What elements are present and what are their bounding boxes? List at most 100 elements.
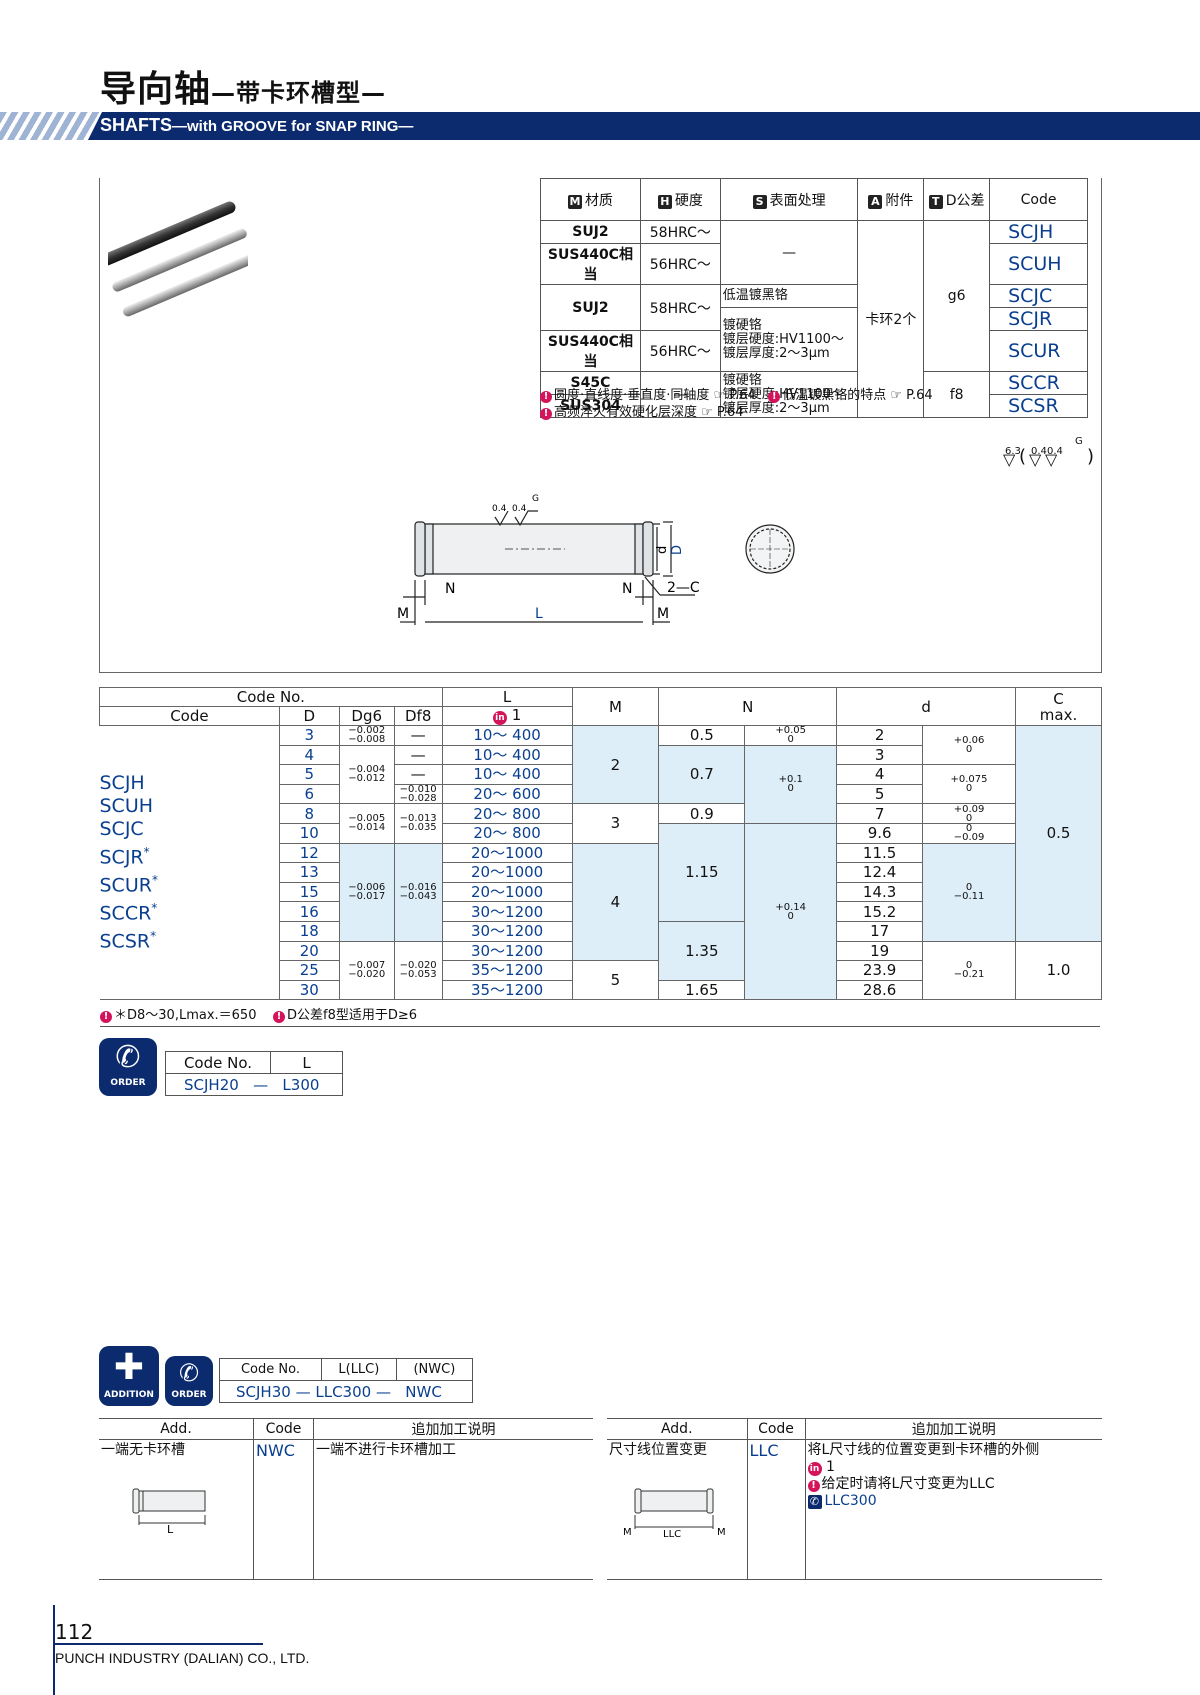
add-col-desc: 追加加工说明: [313, 1418, 593, 1440]
banner-title: SHAFTS: [100, 115, 172, 135]
addition-icon: ✚ADDITION: [99, 1346, 159, 1406]
add-header-code: Code No.: [219, 1358, 322, 1381]
D-value: 13: [278, 862, 340, 883]
code-SCUR[interactable]: SCUR*: [99, 872, 158, 897]
code-list: SCJH SCUH SCJC SCJR* SCUR* SCCR* SCSR*: [99, 724, 280, 1001]
shaft-drawing: M M N N L 2—C d D 0.4 0.4 G: [397, 494, 795, 625]
spec-hardness: 58HRC～: [639, 220, 721, 244]
D-value: 16: [278, 901, 340, 922]
add-header-nwc: (NWC): [395, 1358, 474, 1381]
L-range: 30～1200: [441, 901, 573, 922]
add-col-add: Add.: [607, 1418, 747, 1440]
page-title: 导向轴—带卡环槽型—: [100, 69, 387, 110]
note-hardening[interactable]: 高频淬火有效硬化层深度 ☞ P.64: [554, 405, 744, 420]
spec-tol-f8: f8: [923, 371, 991, 418]
L-range: 20～1000: [441, 862, 573, 883]
D-value: 4: [278, 744, 340, 766]
spec-code[interactable]: SCJC: [989, 284, 1088, 308]
spec-material: SUS440C相当: [540, 330, 641, 372]
d-value: 5: [836, 783, 924, 805]
code-SCSR[interactable]: SCSR*: [99, 929, 157, 953]
addition-order-icon: ✆ORDER: [165, 1356, 213, 1406]
N-value: 0.9: [658, 803, 746, 824]
spec-material: SUJ2: [540, 220, 641, 244]
Df8-tol: −0.020−0.053: [393, 940, 443, 1001]
spec-code[interactable]: SCUR: [989, 330, 1088, 372]
Dg6-tol: −0.004−0.012: [338, 744, 395, 805]
L-range: 20～1000: [441, 881, 573, 903]
code-SCJH[interactable]: SCJH: [99, 771, 145, 794]
L-range: 20～ 800: [441, 822, 573, 844]
Dg6-tol: −0.005−0.014: [338, 803, 395, 844]
d-value: 28.6: [836, 979, 924, 1001]
code-SCJC[interactable]: SCJC: [99, 817, 144, 840]
L-range: 20～ 800: [441, 803, 573, 824]
header-d: d: [836, 687, 1016, 726]
code-SCJR[interactable]: SCJR*: [99, 844, 150, 868]
D-value: 3: [278, 725, 340, 746]
add-col-desc: 追加加工说明: [804, 1418, 1102, 1440]
header-code-no: Code No.: [99, 687, 443, 707]
roughness-04-a: 0.4: [492, 504, 507, 514]
N-value: 1.65: [658, 979, 746, 1001]
add-llc-code[interactable]: LLC: [746, 1439, 805, 1580]
d-value: 14.3: [836, 881, 924, 903]
d-value: 3: [836, 744, 924, 766]
code-SCUH[interactable]: SCUH: [99, 794, 154, 817]
llc-figure: M M LLC: [623, 1488, 726, 1539]
dim-chamfer: 2—C: [667, 580, 700, 596]
M-value: 2: [571, 724, 660, 805]
section-banner: SHAFTS—with GROOVE for SNAP RING—: [0, 112, 1200, 140]
D-value: 12: [278, 842, 340, 864]
d-value: 7: [836, 803, 924, 824]
d-value: 2: [836, 725, 924, 746]
dim-N-right: N: [622, 581, 632, 597]
addition-example-value[interactable]: SCJH30 — LLC300 — NWC: [219, 1380, 473, 1403]
banner-subtitle: —with GROOVE for SNAP RING—: [172, 118, 414, 135]
spec-hardness: 56HRC～: [639, 243, 721, 285]
note-black-chrome[interactable]: 低温镀黑铬的特点 ☞ P.64: [782, 388, 933, 403]
D-value: 30: [278, 979, 340, 1001]
M-value: 4: [571, 842, 660, 962]
order-icon: ✆ORDER: [99, 1038, 157, 1096]
d-value: 4: [836, 764, 924, 785]
order-example-value[interactable]: SCJH20 — L300: [165, 1073, 343, 1096]
D-value: 10: [278, 822, 340, 844]
d-value: 23.9: [836, 960, 924, 981]
spec-code[interactable]: SCJR: [989, 307, 1088, 331]
addition-table-right: Add. Code 追加加工说明 尺寸线位置变更 M M LLC LLC 将L尺…: [607, 1418, 1102, 1580]
Dg6-tol: −0.007−0.020: [338, 940, 395, 1001]
product-frame: [99, 178, 1102, 673]
note-tolerance[interactable]: 圆度·直线度·垂直度·同轴度 ☞ P.64: [554, 388, 756, 403]
spec-surface: —: [719, 220, 859, 285]
page-number: 112: [55, 1620, 94, 1644]
header-L-increment: in 1: [441, 706, 573, 726]
spec-code[interactable]: SCJH: [989, 220, 1088, 244]
d-tol: 0−0.21: [922, 940, 1016, 1001]
spec-code[interactable]: SCCR: [989, 371, 1088, 395]
spec-attachment: 卡环2个: [857, 220, 925, 418]
Df8-tol: —: [393, 764, 443, 785]
spec-material: S45C: [540, 371, 641, 395]
L-range: 20～1000: [441, 842, 573, 864]
footer-line: [53, 1643, 263, 1645]
L-range: 35～1200: [441, 979, 573, 1001]
add-llc-desc: 将L尺寸线的位置变更到卡环槽的外侧 in 1 !给定时请将L尺寸变更为LLC ✆…: [804, 1439, 1102, 1580]
code-SCCR[interactable]: SCCR*: [99, 901, 158, 925]
spec-code[interactable]: SCUH: [989, 243, 1088, 285]
spec-surface: 镀硬铬 镀层硬度:HV1100～ 镀层厚度:2～3μm: [719, 371, 859, 418]
Df8-tol: −0.016−0.043: [393, 842, 443, 942]
header-D: D: [278, 706, 340, 726]
d-value: 17: [836, 920, 924, 942]
roughness-G: G: [532, 494, 539, 504]
L-range: 35～1200: [441, 960, 573, 981]
add-nwc-code[interactable]: NWC: [253, 1439, 314, 1580]
spec-code[interactable]: SCSR: [989, 394, 1088, 418]
